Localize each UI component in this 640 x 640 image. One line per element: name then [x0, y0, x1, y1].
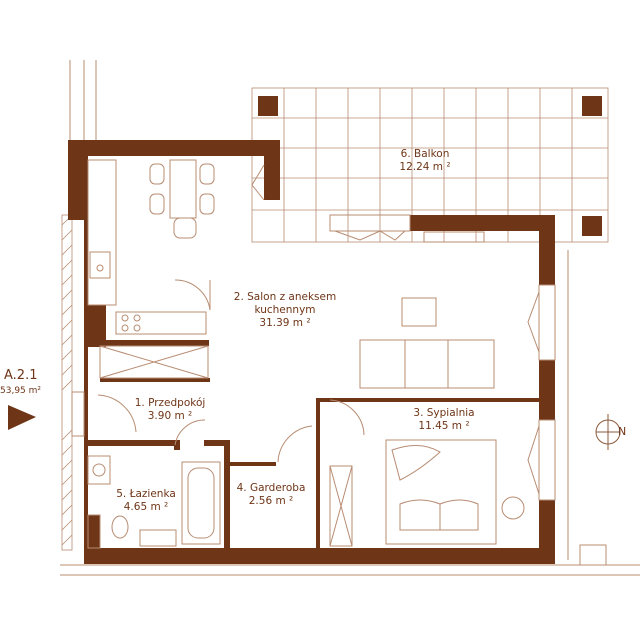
unit-code: A.2.1	[4, 368, 38, 383]
room-label-lazienka: 5. Łazienka 4.65 m ²	[116, 488, 176, 513]
room-label-balkon: 6. Balkon 12.24 m ²	[399, 148, 451, 173]
unit-area: 53,95 m²	[0, 386, 42, 396]
walls	[68, 140, 555, 564]
balcony-columns	[258, 96, 602, 236]
room-label-sypialnia: 3. Sypialnia 11.45 m ²	[413, 407, 475, 432]
left-hatched-wall	[61, 214, 73, 551]
room-label-salon: 2. Salon z aneksem kuchennym 31.39 m ²	[233, 291, 337, 329]
compass-north-icon	[595, 414, 621, 450]
unit-entry-arrow-icon	[8, 405, 36, 430]
room-label-garderoba: 4. Garderoba 2.56 m ²	[236, 482, 306, 507]
room-label-przedpokoj: 1. Przedpokój 3.90 m ²	[134, 397, 206, 422]
fixtures	[71, 159, 556, 549]
outer-context-lines	[60, 60, 640, 576]
compass-label: N	[618, 425, 627, 438]
